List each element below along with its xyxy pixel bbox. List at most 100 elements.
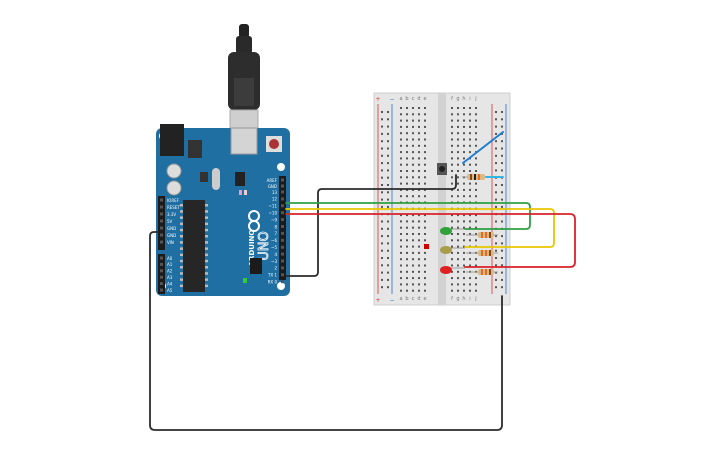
breadboard-hole[interactable]: [400, 283, 402, 286]
breadboard-hole[interactable]: [451, 138, 453, 141]
digital-pin[interactable]: [281, 259, 284, 263]
breadboard-hole[interactable]: [469, 151, 471, 154]
rail-hole[interactable]: [387, 118, 389, 121]
rail-hole[interactable]: [381, 227, 383, 230]
rail-hole[interactable]: [381, 286, 383, 289]
digital-pin[interactable]: [281, 266, 284, 270]
breadboard-hole[interactable]: [400, 239, 402, 242]
breadboard-hole[interactable]: [463, 251, 465, 254]
rail-hole[interactable]: [501, 147, 503, 150]
digital-pin[interactable]: [281, 225, 284, 228]
rail-hole[interactable]: [495, 147, 497, 150]
breadboard-hole[interactable]: [451, 289, 453, 292]
breadboard-hole[interactable]: [418, 113, 420, 116]
breadboard-hole[interactable]: [424, 277, 426, 280]
breadboard-hole[interactable]: [469, 289, 471, 292]
rail-hole[interactable]: [387, 205, 389, 208]
analog-pin[interactable]: [160, 262, 163, 266]
breadboard-hole[interactable]: [424, 157, 426, 160]
breadboard-hole[interactable]: [475, 226, 477, 229]
breadboard-hole[interactable]: [463, 277, 465, 280]
breadboard-hole[interactable]: [469, 138, 471, 141]
breadboard-hole[interactable]: [469, 182, 471, 185]
breadboard-hole[interactable]: [400, 264, 402, 267]
rail-hole[interactable]: [501, 162, 503, 165]
breadboard-hole[interactable]: [475, 264, 477, 267]
breadboard-hole[interactable]: [418, 151, 420, 154]
rail-hole[interactable]: [381, 198, 383, 201]
breadboard-hole[interactable]: [463, 239, 465, 242]
power-pin[interactable]: [160, 226, 163, 230]
breadboard-hole[interactable]: [406, 239, 408, 242]
breadboard-hole[interactable]: [463, 258, 465, 261]
digital-pin[interactable]: [281, 245, 284, 249]
breadboard-hole[interactable]: [424, 176, 426, 179]
breadboard-hole[interactable]: [406, 195, 408, 198]
breadboard-hole[interactable]: [418, 132, 420, 135]
breadboard-hole[interactable]: [451, 270, 453, 273]
breadboard-hole[interactable]: [457, 264, 459, 267]
breadboard-hole[interactable]: [463, 270, 465, 273]
breadboard-hole[interactable]: [412, 125, 414, 128]
breadboard-hole[interactable]: [475, 125, 477, 128]
power-pin[interactable]: [160, 240, 163, 244]
breadboard-hole[interactable]: [451, 163, 453, 166]
wire-blue-diagonal[interactable]: [462, 131, 504, 164]
breadboard-hole[interactable]: [412, 107, 414, 109]
rail-hole[interactable]: [387, 257, 389, 259]
breadboard-hole[interactable]: [412, 233, 414, 235]
breadboard-hole[interactable]: [463, 132, 465, 135]
breadboard-hole[interactable]: [451, 182, 453, 185]
rail-hole[interactable]: [387, 191, 389, 194]
rail-hole[interactable]: [495, 125, 497, 128]
breadboard-hole[interactable]: [463, 119, 465, 122]
breadboard-hole[interactable]: [475, 195, 477, 198]
breadboard-hole[interactable]: [418, 251, 420, 254]
breadboard-hole[interactable]: [424, 113, 426, 116]
rail-hole[interactable]: [381, 242, 383, 245]
breadboard-hole[interactable]: [475, 239, 477, 242]
breadboard-hole[interactable]: [475, 214, 477, 217]
breadboard-hole[interactable]: [400, 113, 402, 116]
rail-hole[interactable]: [501, 125, 503, 128]
breadboard-hole[interactable]: [418, 157, 420, 160]
breadboard-hole[interactable]: [451, 214, 453, 217]
rail-hole[interactable]: [495, 169, 497, 172]
breadboard-hole[interactable]: [451, 277, 453, 280]
breadboard-hole[interactable]: [400, 245, 402, 248]
breadboard-hole[interactable]: [418, 283, 420, 286]
breadboard-hole[interactable]: [412, 151, 414, 154]
wire-yellow-led[interactable]: [285, 208, 555, 248]
breadboard-hole[interactable]: [400, 138, 402, 141]
digital-pin[interactable]: [281, 280, 284, 284]
breadboard-hole[interactable]: [400, 182, 402, 185]
digital-pin[interactable]: [281, 211, 284, 215]
breadboard-hole[interactable]: [424, 195, 426, 198]
power-pin[interactable]: [160, 198, 163, 202]
breadboard-hole[interactable]: [457, 157, 459, 160]
breadboard-hole[interactable]: [406, 233, 408, 235]
breadboard-hole[interactable]: [451, 220, 453, 223]
push-button[interactable]: [437, 163, 447, 175]
breadboard-hole[interactable]: [463, 195, 465, 198]
breadboard-hole[interactable]: [457, 277, 459, 280]
breadboard-hole[interactable]: [424, 220, 426, 223]
breadboard-hole[interactable]: [406, 251, 408, 254]
analog-pin[interactable]: [160, 275, 163, 279]
rail-hole[interactable]: [381, 191, 383, 194]
breadboard-hole[interactable]: [418, 144, 420, 147]
rail-hole[interactable]: [495, 111, 497, 113]
breadboard-hole[interactable]: [469, 188, 471, 191]
breadboard-hole[interactable]: [457, 182, 459, 185]
analog-pin[interactable]: [160, 288, 163, 292]
breadboard-hole[interactable]: [463, 170, 465, 172]
rail-hole[interactable]: [387, 242, 389, 245]
rail-hole[interactable]: [387, 271, 389, 274]
breadboard-hole[interactable]: [469, 226, 471, 229]
breadboard-hole[interactable]: [412, 138, 414, 141]
analog-pin[interactable]: [160, 269, 163, 273]
rail-hole[interactable]: [495, 242, 497, 245]
rail-hole[interactable]: [501, 220, 503, 223]
breadboard-hole[interactable]: [457, 113, 459, 116]
rail-hole[interactable]: [381, 205, 383, 208]
